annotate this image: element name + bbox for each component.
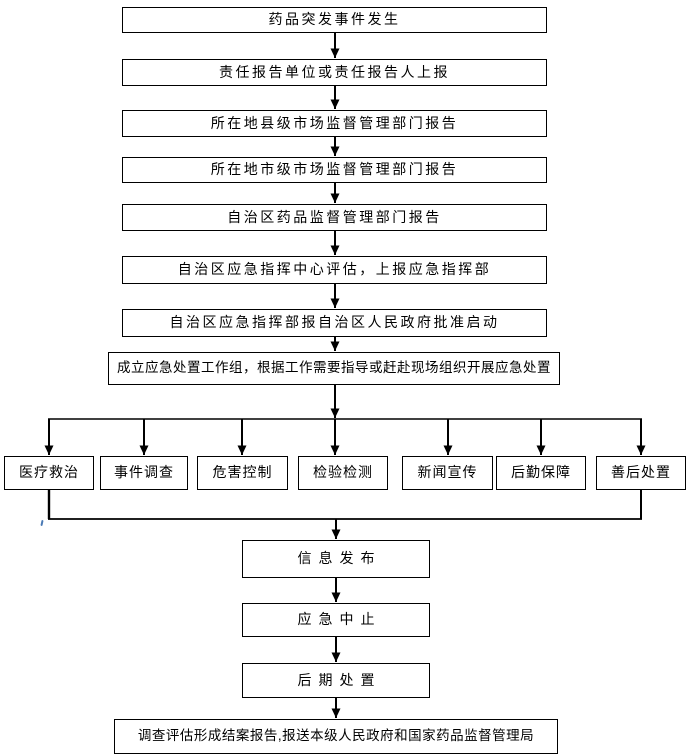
node-label: 善后处置 [611, 464, 671, 481]
node-label: 成立应急处置工作组，根据工作需要指导或赶赴现场组织开展应急处置 [117, 360, 551, 376]
node-label: 检验检测 [313, 464, 373, 481]
node-command-center-assessment: 自治区应急指挥中心评估，上报应急指挥部 [122, 256, 547, 284]
node-label: 自治区应急指挥部报自治区人民政府批准启动 [169, 314, 500, 331]
node-news-publicity: 新闻宣传 [402, 456, 493, 490]
node-label: 责任报告单位或责任报告人上报 [219, 63, 450, 80]
node-setup-response-workgroup: 成立应急处置工作组，根据工作需要指导或赶赴现场组织开展应急处置 [108, 352, 560, 385]
node-region-drug-admin-report: 自治区药品监督管理部门报告 [122, 204, 547, 231]
node-event-occurrence: 药品突发事件发生 [122, 7, 547, 33]
node-label: 后勤保障 [511, 464, 571, 481]
node-label: 自治区应急指挥中心评估，上报应急指挥部 [177, 261, 492, 278]
node-incident-investigation: 事件调查 [100, 456, 188, 490]
node-inspection-testing: 检验检测 [298, 456, 388, 490]
node-label: 应急中止 [297, 611, 382, 628]
node-logistics-support: 后勤保障 [496, 456, 586, 490]
node-later-stage-disposal: 后期处置 [242, 663, 430, 698]
node-county-market-admin-report: 所在地县级市场监督管理部门报告 [122, 110, 547, 137]
node-emergency-suspension: 应急中止 [242, 603, 430, 637]
node-final-evaluation-report: 调查评估形成结案报告,报送本级人民政府和国家药品监督管理局 [114, 719, 558, 754]
node-government-approval-launch: 自治区应急指挥部报自治区人民政府批准启动 [122, 309, 547, 337]
node-information-release: 信息发布 [242, 540, 430, 578]
node-aftermath-disposal: 善后处置 [596, 456, 686, 490]
node-medical-treatment: 医疗救治 [4, 456, 94, 490]
node-hazard-control: 危害控制 [197, 456, 288, 490]
node-label: 所在地县级市场监督管理部门报告 [210, 114, 459, 131]
node-label: 事件调查 [114, 464, 174, 481]
node-label: 后期处置 [297, 671, 382, 688]
node-responsible-reporter-report: 责任报告单位或责任报告人上报 [122, 59, 547, 86]
node-label: 医疗救治 [19, 464, 79, 481]
node-label: 自治区药品监督管理部门报告 [227, 208, 442, 225]
node-label: 新闻宣传 [417, 464, 478, 481]
node-label: 调查评估形成结案报告,报送本级人民政府和国家药品监督管理局 [137, 728, 535, 744]
node-label: 信息发布 [297, 550, 382, 567]
node-label: 所在地市级市场监督管理部门报告 [210, 161, 459, 178]
node-label: 药品突发事件发生 [268, 11, 401, 28]
node-city-market-admin-report: 所在地市级市场监督管理部门报告 [122, 157, 547, 183]
node-label: 危害控制 [212, 464, 273, 481]
